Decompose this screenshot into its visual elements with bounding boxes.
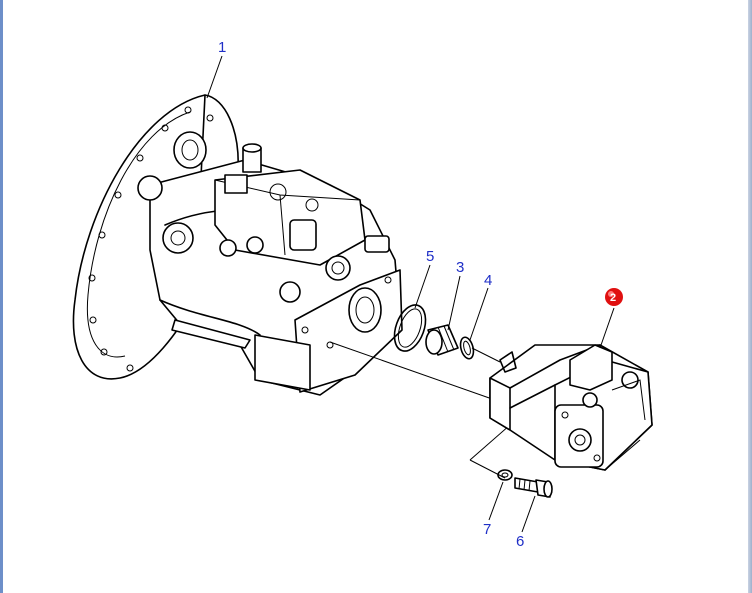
callout-leaders [206, 55, 615, 533]
part-2-gear-pump[interactable] [489, 344, 653, 471]
callout-2-selected-marker[interactable]: 2 [605, 288, 623, 306]
callout-5[interactable]: 5 [426, 248, 434, 265]
callout-6[interactable]: 6 [516, 533, 524, 550]
part-3-coupling[interactable] [425, 324, 459, 356]
part-7-washer[interactable] [497, 469, 513, 481]
right-frame-border [748, 0, 752, 593]
callout-7[interactable]: 7 [483, 521, 491, 538]
callout-1[interactable]: 1 [218, 39, 226, 56]
part-5-o-ring[interactable] [389, 301, 432, 356]
callout-3[interactable]: 3 [456, 259, 464, 276]
assembly-axis-lines [329, 341, 511, 479]
callout-2: 2 [610, 292, 616, 304]
part-6-bolt[interactable] [514, 477, 553, 498]
flange-bolt-holes [88, 106, 214, 372]
callout-4[interactable]: 4 [484, 272, 492, 289]
part-1-main-pump[interactable] [72, 94, 403, 396]
part-4-snap-ring[interactable] [458, 336, 475, 360]
left-frame-border [0, 0, 3, 593]
